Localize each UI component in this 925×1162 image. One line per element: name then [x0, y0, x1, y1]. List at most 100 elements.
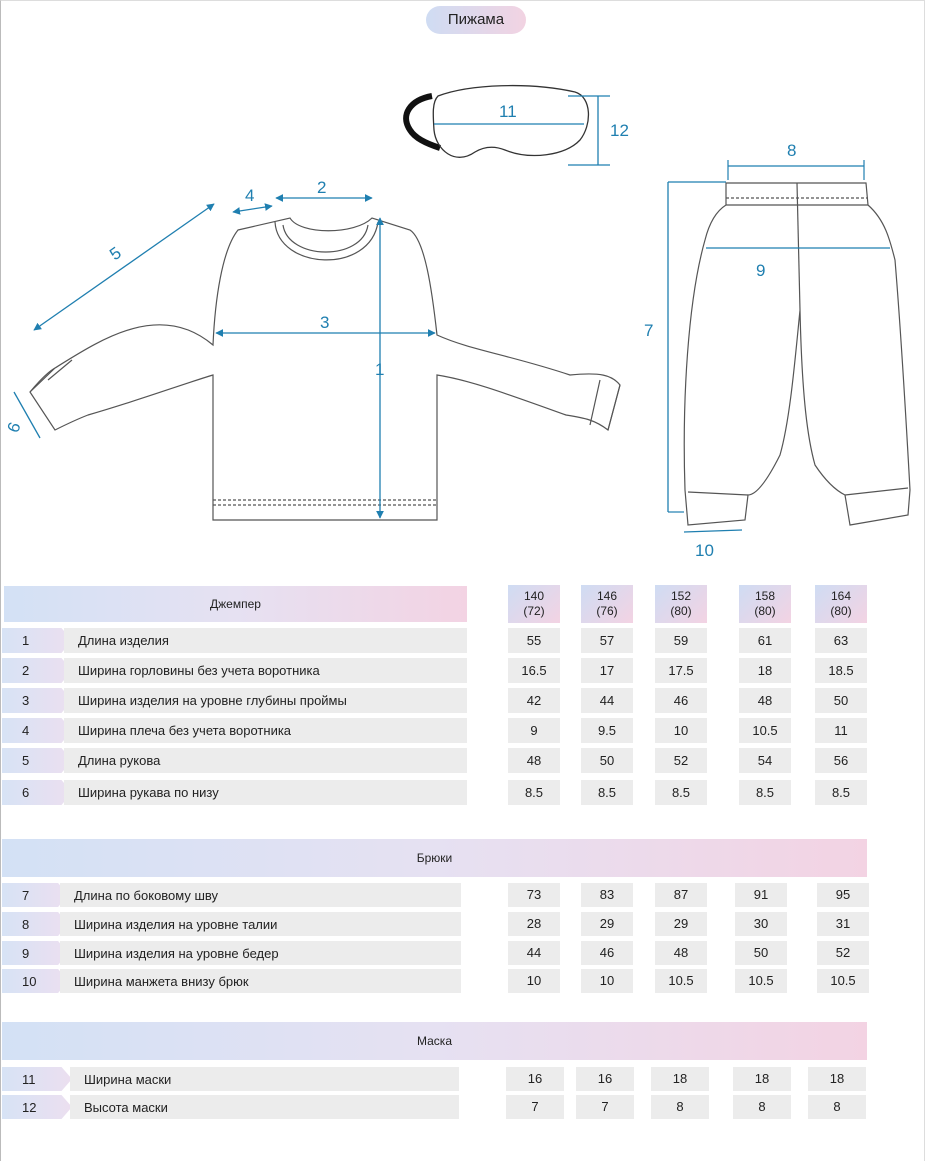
mask-value-cell: 18 [808, 1067, 866, 1091]
jumper-value-cell: 8.5 [815, 780, 867, 805]
pants-value-cell: 46 [581, 941, 633, 965]
size-header: 158(80) [739, 585, 791, 623]
pants-row-label: Ширина изделия на уровне талии [60, 912, 461, 936]
pants-value-cell: 91 [735, 883, 787, 907]
pants-row-label: Ширина изделия на уровне бедер [60, 941, 461, 965]
jumper-value-cell: 50 [581, 748, 633, 773]
size-value: 158 [754, 589, 776, 603]
jumper-row-label: Длина рукова [64, 748, 467, 773]
mask-value-cell: 18 [651, 1067, 709, 1091]
pants-value-cell: 48 [655, 941, 707, 965]
jumper-value-cell: 8.5 [508, 780, 560, 805]
dim-label-2: 2 [317, 178, 326, 197]
jumper-row-number: 1 [2, 628, 72, 653]
mask-row-number: 11 [2, 1067, 72, 1091]
size-value: 152 [670, 589, 692, 603]
jumper-drawing [29, 217, 621, 521]
dim-label-11: 11 [499, 102, 517, 121]
jumper-value-cell: 17.5 [655, 658, 707, 683]
pants-value-cell: 29 [581, 912, 633, 936]
dim-label-9: 9 [756, 261, 765, 280]
mask-drawing [403, 84, 590, 158]
pants-row-number: 10 [2, 969, 68, 993]
pants-value-cell: 87 [655, 883, 707, 907]
pants-row-number: 8 [2, 912, 68, 936]
jumper-value-cell: 55 [508, 628, 560, 653]
dim-label-10: 10 [695, 541, 714, 560]
mask-value-cell: 7 [576, 1095, 634, 1119]
jumper-value-cell: 16.5 [508, 658, 560, 683]
size-header: 140(72) [508, 585, 560, 623]
jumper-row-number: 4 [2, 718, 72, 743]
jumper-value-cell: 48 [508, 748, 560, 773]
pants-row-label: Ширина манжета внизу брюк [60, 969, 461, 993]
pants-value-cell: 10.5 [817, 969, 869, 993]
garment-diagram: 11 12 2 4 5 3 1 6 8 9 7 10 [3, 84, 911, 560]
size-sub-value: (80) [670, 604, 692, 618]
pants-header: Брюки [2, 839, 867, 877]
jumper-value-cell: 46 [655, 688, 707, 713]
jumper-value-cell: 9.5 [581, 718, 633, 743]
pants-value-cell: 50 [735, 941, 787, 965]
mask-value-cell: 8 [808, 1095, 866, 1119]
pants-row-number: 7 [2, 883, 68, 907]
pants-value-cell: 31 [817, 912, 869, 936]
pants-value-cell: 10 [581, 969, 633, 993]
dim-line-6 [13, 391, 41, 439]
size-header: 146(76) [581, 585, 633, 623]
jumper-value-cell: 44 [581, 688, 633, 713]
pants-value-cell: 10 [508, 969, 560, 993]
dim-label-12: 12 [610, 121, 629, 140]
pants-value-cell: 95 [817, 883, 869, 907]
jumper-value-cell: 8.5 [655, 780, 707, 805]
jumper-value-cell: 48 [739, 688, 791, 713]
dim-line-5 [33, 203, 215, 331]
jumper-row-number: 6 [2, 780, 72, 805]
size-sub-value: (80) [754, 604, 776, 618]
size-sub-value: (76) [596, 604, 618, 618]
mask-value-cell: 16 [506, 1067, 564, 1091]
mask-value-cell: 7 [506, 1095, 564, 1119]
size-header: 152(80) [655, 585, 707, 623]
jumper-row-label: Ширина рукава по низу [64, 780, 467, 805]
pants-drawing [683, 182, 911, 526]
jumper-value-cell: 11 [815, 718, 867, 743]
jumper-value-cell: 59 [655, 628, 707, 653]
jumper-row-label: Ширина горловины без учета воротника [64, 658, 467, 683]
size-value: 146 [596, 589, 618, 603]
mask-value-cell: 18 [733, 1067, 791, 1091]
mask-value-cell: 16 [576, 1067, 634, 1091]
mask-header: Маска [2, 1022, 867, 1060]
jumper-value-cell: 9 [508, 718, 560, 743]
size-sub-value: (72) [523, 604, 545, 618]
dim-label-8: 8 [787, 141, 796, 160]
pants-value-cell: 73 [508, 883, 560, 907]
jumper-row-number: 5 [2, 748, 72, 773]
mask-value-cell: 8 [651, 1095, 709, 1119]
jumper-value-cell: 10 [655, 718, 707, 743]
dim-line-4 [232, 203, 273, 215]
dim-label-4: 4 [245, 186, 254, 205]
pants-value-cell: 52 [817, 941, 869, 965]
jumper-value-cell: 52 [655, 748, 707, 773]
pants-value-cell: 10.5 [655, 969, 707, 993]
jumper-value-cell: 42 [508, 688, 560, 713]
mask-row-label: Ширина маски [70, 1067, 459, 1091]
dim-label-7: 7 [644, 321, 653, 340]
dim-label-6: 6 [3, 420, 24, 435]
jumper-value-cell: 10.5 [739, 718, 791, 743]
jumper-header: Джемпер [4, 586, 467, 622]
dim-label-1: 1 [375, 360, 384, 379]
jumper-value-cell: 18.5 [815, 658, 867, 683]
jumper-value-cell: 61 [739, 628, 791, 653]
jumper-value-cell: 8.5 [581, 780, 633, 805]
jumper-row-number: 3 [2, 688, 72, 713]
pants-value-cell: 10.5 [735, 969, 787, 993]
mask-row-label: Высота маски [70, 1095, 459, 1119]
jumper-row-label: Ширина изделия на уровне глубины проймы [64, 688, 467, 713]
jumper-row-label: Длина изделия [64, 628, 467, 653]
size-header: 164(80) [815, 585, 867, 623]
jumper-value-cell: 50 [815, 688, 867, 713]
jumper-value-cell: 18 [739, 658, 791, 683]
jumper-value-cell: 57 [581, 628, 633, 653]
